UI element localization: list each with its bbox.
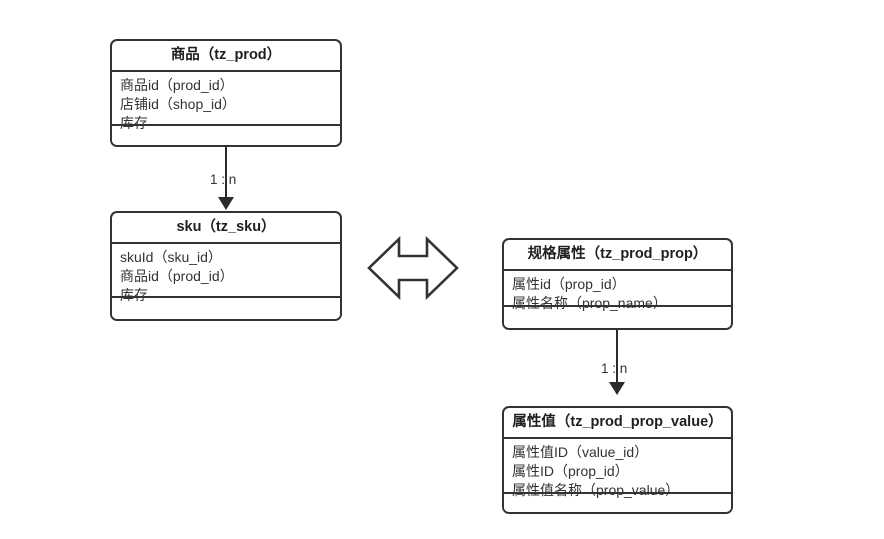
connector-sku-to-prop <box>366 236 460 300</box>
entity-box-tz-prod-prop-value[interactable]: 属性值（tz_prod_prop_value） 属性值ID（value_id） … <box>502 406 733 514</box>
attribute-row: 店铺id（shop_id） <box>120 96 236 112</box>
attribute-row: 属性id（prop_id） <box>512 276 626 292</box>
attribute-row: 商品id（prod_id） <box>120 268 234 284</box>
entity-attributes-tz-prod-prop-value: 属性值ID（value_id） 属性ID（prop_id） 属性值名称（prop… <box>504 439 731 498</box>
entity-title-tz-prod-prop-value: 属性值（tz_prod_prop_value） <box>504 408 731 439</box>
connector-line <box>225 147 227 197</box>
connector-line <box>616 330 618 382</box>
entity-title-tz-prod-prop: 规格属性（tz_prod_prop） <box>504 240 731 271</box>
attribute-row: 属性ID（prop_id） <box>512 463 629 479</box>
entity-footer-tz-sku <box>112 298 340 319</box>
entity-box-tz-prod[interactable]: 商品（tz_prod） 商品id（prod_id） 店铺id（shop_id） … <box>110 39 342 147</box>
arrow-head-icon <box>218 197 234 210</box>
arrow-head-icon <box>609 382 625 395</box>
connector-label-cardinality: 1 : n <box>601 361 628 376</box>
entity-attributes-tz-sku: skuId（sku_id） 商品id（prod_id） 库存 <box>112 244 340 303</box>
connector-label-cardinality: 1 : n <box>210 172 237 187</box>
entity-footer-tz-prod-prop <box>504 307 731 328</box>
attribute-row: 属性值名称（prop_value） <box>512 482 680 498</box>
entity-footer-tz-prod <box>112 126 340 145</box>
entity-title-tz-sku: sku（tz_sku） <box>112 213 340 244</box>
entity-box-tz-prod-prop[interactable]: 规格属性（tz_prod_prop） 属性id（prop_id） 属性名称（pr… <box>502 238 733 330</box>
entity-attributes-tz-prod: 商品id（prod_id） 店铺id（shop_id） 库存 <box>112 72 340 131</box>
attribute-row: 属性值ID（value_id） <box>512 444 649 460</box>
attribute-row: 库存 <box>120 287 148 303</box>
entity-footer-tz-prod-prop-value <box>504 494 731 512</box>
entity-box-tz-sku[interactable]: sku（tz_sku） skuId（sku_id） 商品id（prod_id） … <box>110 211 342 321</box>
attribute-row: 库存 <box>120 115 148 131</box>
entity-attributes-tz-prod-prop: 属性id（prop_id） 属性名称（prop_name） <box>504 271 731 311</box>
attribute-row: 属性名称（prop_name） <box>512 295 667 311</box>
attribute-row: 商品id（prod_id） <box>120 77 234 93</box>
double-headed-arrow-icon <box>367 236 459 300</box>
entity-title-tz-prod: 商品（tz_prod） <box>112 41 340 72</box>
attribute-row: skuId（sku_id） <box>120 249 222 265</box>
